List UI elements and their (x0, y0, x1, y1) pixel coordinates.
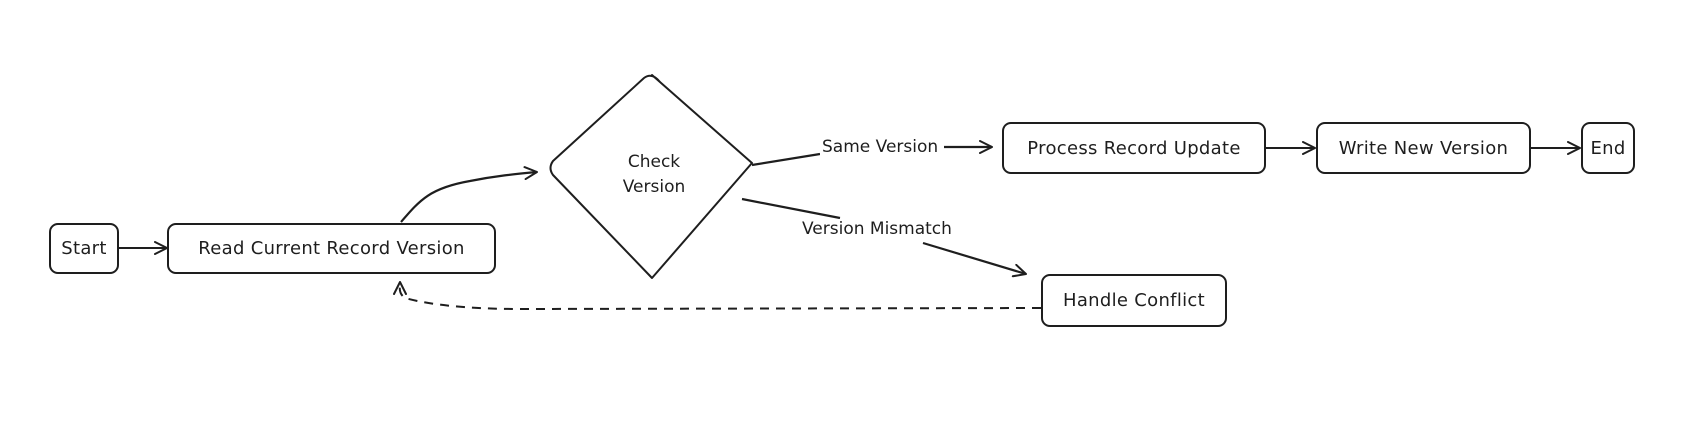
version-mismatch-label: Version Mismatch (800, 219, 954, 239)
end-node[interactable]: End (1581, 122, 1635, 174)
edge-check-to-process (751, 152, 821, 167)
process-update-label: Process Record Update (1027, 137, 1241, 159)
check-version-diamond[interactable] (549, 74, 753, 279)
edge-conflict-to-read (392, 281, 1042, 311)
edge-check-to-conflict-arrow (922, 241, 1027, 278)
handle-conflict-node[interactable]: Handle Conflict (1041, 274, 1227, 327)
start-label: Start (61, 238, 107, 259)
process-update-node[interactable]: Process Record Update (1002, 122, 1266, 174)
check-version-label-line2: Version (622, 177, 686, 197)
handle-conflict-label: Handle Conflict (1063, 290, 1205, 311)
edge-read-to-check (400, 166, 538, 223)
same-version-label: Same Version (820, 137, 941, 157)
end-label: End (1590, 137, 1626, 159)
write-version-label: Write New Version (1338, 137, 1509, 159)
write-version-node[interactable]: Write New Version (1316, 122, 1531, 174)
edge-check-to-conflict (741, 197, 841, 220)
check-version-label-line1: Check (627, 152, 681, 172)
read-version-node[interactable]: Read Current Record Version (167, 223, 496, 274)
read-version-label: Read Current Record Version (198, 238, 465, 259)
check-version-label: Check Version (594, 150, 714, 200)
start-node[interactable]: Start (49, 223, 119, 274)
